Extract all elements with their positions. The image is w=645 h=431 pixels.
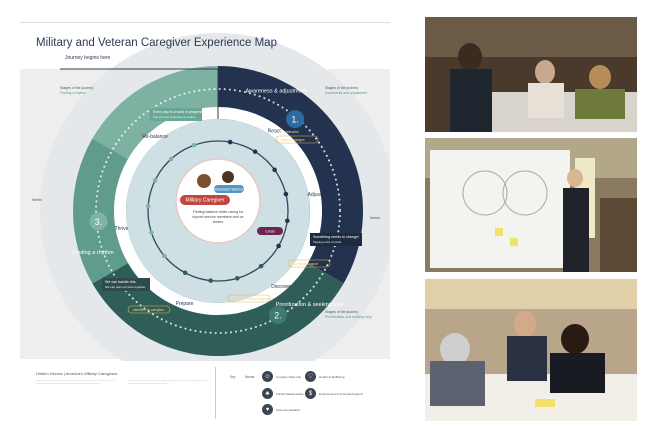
stage-number: 2. xyxy=(274,310,282,320)
stage-name: Awareness & adjustment xyxy=(245,88,306,94)
journey-node xyxy=(227,139,233,145)
journey-node xyxy=(168,156,174,162)
workshop-photo-1 xyxy=(425,17,637,132)
heart-icon: ♡ xyxy=(305,371,316,382)
family-icon: ♣ xyxy=(262,388,273,399)
phase-label: Adjust xyxy=(308,192,323,198)
stage-number-badge xyxy=(286,110,305,129)
stage-number-badge xyxy=(269,305,287,324)
callout-we-can-handle xyxy=(102,278,150,291)
stage-number: 1. xyxy=(291,115,299,125)
stage-number: 3. xyxy=(95,217,103,227)
landmark-connects-support xyxy=(287,259,331,268)
body-text: — — — — — — — — — — — — — — — — — — — — … xyxy=(128,379,207,386)
key-label: Key xyxy=(230,375,236,379)
journey-node xyxy=(276,243,281,249)
warrior-avatar xyxy=(222,171,234,183)
person-icon: ☺ xyxy=(262,371,273,382)
caregiver-label: Military Caregiver xyxy=(186,198,225,204)
stage-name: Prioritization & seeking help xyxy=(276,302,344,308)
bottom-section: Hidden Heroes | America's Military Careg… xyxy=(20,361,390,426)
workshop-photo-3 xyxy=(425,279,637,421)
dotted-path xyxy=(95,88,341,334)
care-icon: ♥ xyxy=(262,404,273,415)
journey-arrow xyxy=(60,68,219,119)
phase-label: Discover xyxy=(271,284,291,290)
side-stage-heading: Stages of the journey xyxy=(325,310,358,314)
callout-work-in-progress-subtitle: The journey continues to evolve xyxy=(153,115,196,119)
callout-work-in-progress xyxy=(150,108,202,121)
journey-node xyxy=(234,275,240,281)
callout-crisis xyxy=(310,233,362,246)
landmark-connects-support-label: Connects support xyxy=(293,262,318,266)
journey-node xyxy=(149,230,154,235)
crisis-badge xyxy=(257,227,283,235)
journey-node xyxy=(258,263,264,269)
needs-heading: Needs xyxy=(32,198,42,202)
landmark-warrior-diagnosed xyxy=(227,294,271,303)
divider xyxy=(215,367,216,419)
side-stage-heading: Stages of the journey xyxy=(60,86,93,90)
journey-node xyxy=(272,167,277,173)
warrior-badge xyxy=(214,185,244,193)
journey-node xyxy=(285,218,290,224)
journey-node xyxy=(182,270,188,276)
journey-node xyxy=(152,178,158,183)
side-stage-name: Awareness and adjustment xyxy=(325,91,367,95)
landmark-identifies-label: Identifies as caregiver xyxy=(133,308,165,312)
callout-we-can-handle-subtitle: We can plan our lives together xyxy=(105,285,145,289)
phase-label: React xyxy=(268,129,282,135)
journey-node xyxy=(191,142,197,148)
journey-node xyxy=(252,149,258,154)
side-stage-name: Finding a rhythm xyxy=(60,91,86,95)
callout-we-can-handle-title: We can handle this. xyxy=(105,280,137,284)
crisis-label: Crisis xyxy=(265,230,275,234)
bottom-title: Hidden Heroes | America's Military Careg… xyxy=(36,371,118,376)
need-item: ♥Care Coordination xyxy=(262,404,300,415)
landmarks-label: Landmarks xyxy=(282,130,299,134)
phase-label: Re-balance xyxy=(142,134,168,140)
page-title: Military and Veteran Caregiver Experienc… xyxy=(36,37,277,49)
workshop-photo-2 xyxy=(425,138,637,272)
stage-number-badge xyxy=(89,212,108,231)
side-stage-heading: Stages of the journey xyxy=(325,86,358,90)
journey-start-label: Journey begins here xyxy=(65,55,111,61)
need-item: $Employment & Financial Support xyxy=(305,388,363,399)
callout-crisis-title: Something needs to change! xyxy=(313,235,359,239)
need-item: ♣Family Relationships xyxy=(262,388,304,399)
needs-heading: Needs xyxy=(370,216,380,220)
journey-loop xyxy=(147,140,289,282)
landmark-identifies xyxy=(127,305,171,314)
callout-work-in-progress-title: Every day is a work in progress. xyxy=(153,110,204,114)
warrior-label: Wounded Warrior xyxy=(214,188,244,192)
landmark-notices-changes xyxy=(275,135,319,144)
phase-label: Prepare xyxy=(176,301,194,307)
callout-crisis-subtitle: Tipping point of crisis xyxy=(313,240,342,244)
need-item: ♡Health & Wellbeing xyxy=(305,371,344,382)
landmark-warrior-diagnosed-label: Wounded warrior diagnosed xyxy=(233,297,273,301)
center-caption: injured service members and ve xyxy=(193,215,244,219)
center-caption: Finding balance while caring for xyxy=(193,210,244,214)
dollar-icon: $ xyxy=(305,388,316,399)
landmark-notices-changes-label: Notices changes xyxy=(281,138,305,142)
journey-node xyxy=(208,278,213,283)
side-stage-name: Prioritization and seeking help xyxy=(325,315,372,319)
journey-node xyxy=(145,203,151,209)
stage-name: Finding a rhythm xyxy=(73,250,114,256)
needs-label: Needs xyxy=(245,375,255,379)
phase-label: Thrive xyxy=(115,226,129,232)
journey-node xyxy=(283,191,289,197)
need-item: ☺Complex Daily Life xyxy=(262,371,301,382)
caregiver-avatar xyxy=(197,174,211,188)
journey-node xyxy=(162,253,167,259)
body-text: — — — — — — — — — — — — — — — — — — — — … xyxy=(36,379,115,386)
center-caption: terans xyxy=(213,220,223,224)
caregiver-badge xyxy=(180,195,230,205)
